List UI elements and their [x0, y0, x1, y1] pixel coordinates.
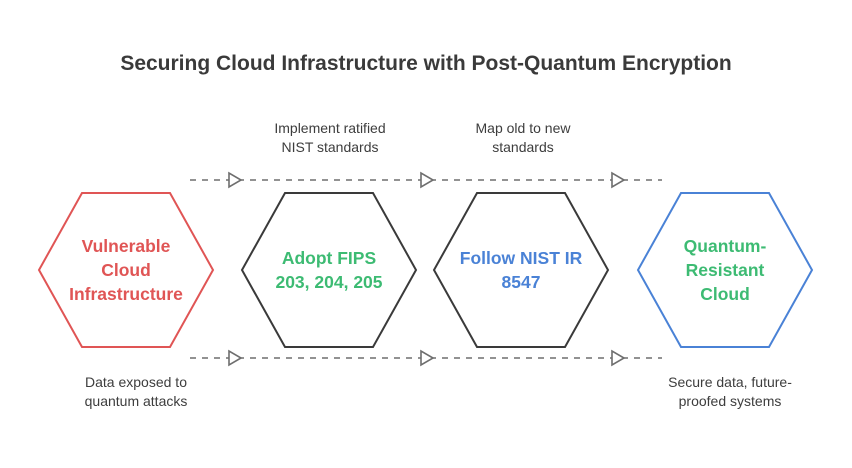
step-label-adopt-fips: Adopt FIPS 203, 204, 205: [275, 248, 383, 292]
step-label-vulnerable-cloud: Vulnerable Cloud Infrastructure: [69, 236, 183, 304]
step-label-follow-nist: Follow NIST IR 8547: [459, 248, 583, 292]
bottom-caption-1: Data exposed to quantum attacks: [84, 374, 188, 409]
top-caption-2: Map old to new standards: [475, 120, 571, 155]
bottom-arrow-1-icon: [228, 349, 243, 367]
diagram-title: Securing Cloud Infrastructure with Post-…: [120, 52, 732, 75]
top-arrow-1-icon: [228, 171, 243, 189]
bottom-arrow-2-icon: [420, 349, 435, 367]
hexagon-step-3: [432, 192, 610, 348]
bottom-arrow-3-icon: [611, 349, 626, 367]
top-arrow-3-icon: [611, 171, 626, 189]
hexagon-step-2: [240, 192, 418, 348]
hexagon-step-4: [636, 192, 814, 348]
top-arrow-2-icon: [420, 171, 435, 189]
bottom-caption-2: Secure data, future- proofed systems: [668, 374, 792, 409]
step-label-quantum-resistant: Quantum- Resistant Cloud: [683, 236, 767, 304]
hexagon-step-1: [37, 192, 215, 348]
top-caption-1: Implement ratified NIST standards: [274, 120, 386, 155]
